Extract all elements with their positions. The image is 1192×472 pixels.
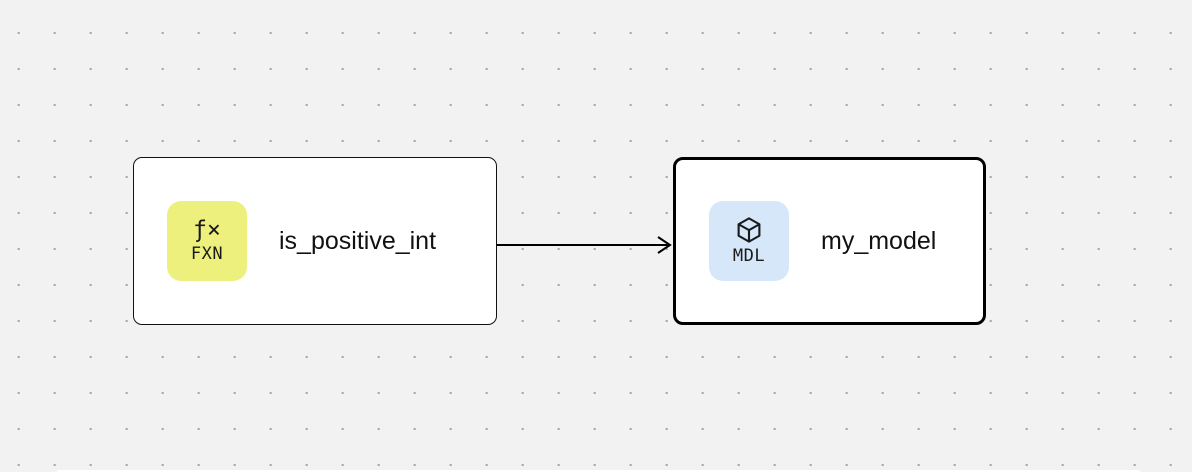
node-label: my_model: [821, 226, 937, 255]
node-my-model[interactable]: MDL my_model: [673, 157, 986, 325]
function-badge: ƒ× FXN: [167, 201, 247, 281]
function-icon: ƒ×: [193, 217, 221, 243]
node-type-tag: FXN: [190, 244, 224, 264]
node-label: is_positive_int: [279, 226, 437, 255]
node-type-tag: MDL: [732, 246, 766, 266]
cube-icon: [734, 215, 764, 245]
node-is-positive-int[interactable]: ƒ× FXN is_positive_int: [133, 157, 497, 325]
arrowhead-icon: [657, 236, 672, 254]
edge-fxn-to-mdl[interactable]: [497, 236, 672, 254]
model-badge: MDL: [709, 201, 789, 281]
bottom-panel-edge: [57, 469, 1140, 472]
